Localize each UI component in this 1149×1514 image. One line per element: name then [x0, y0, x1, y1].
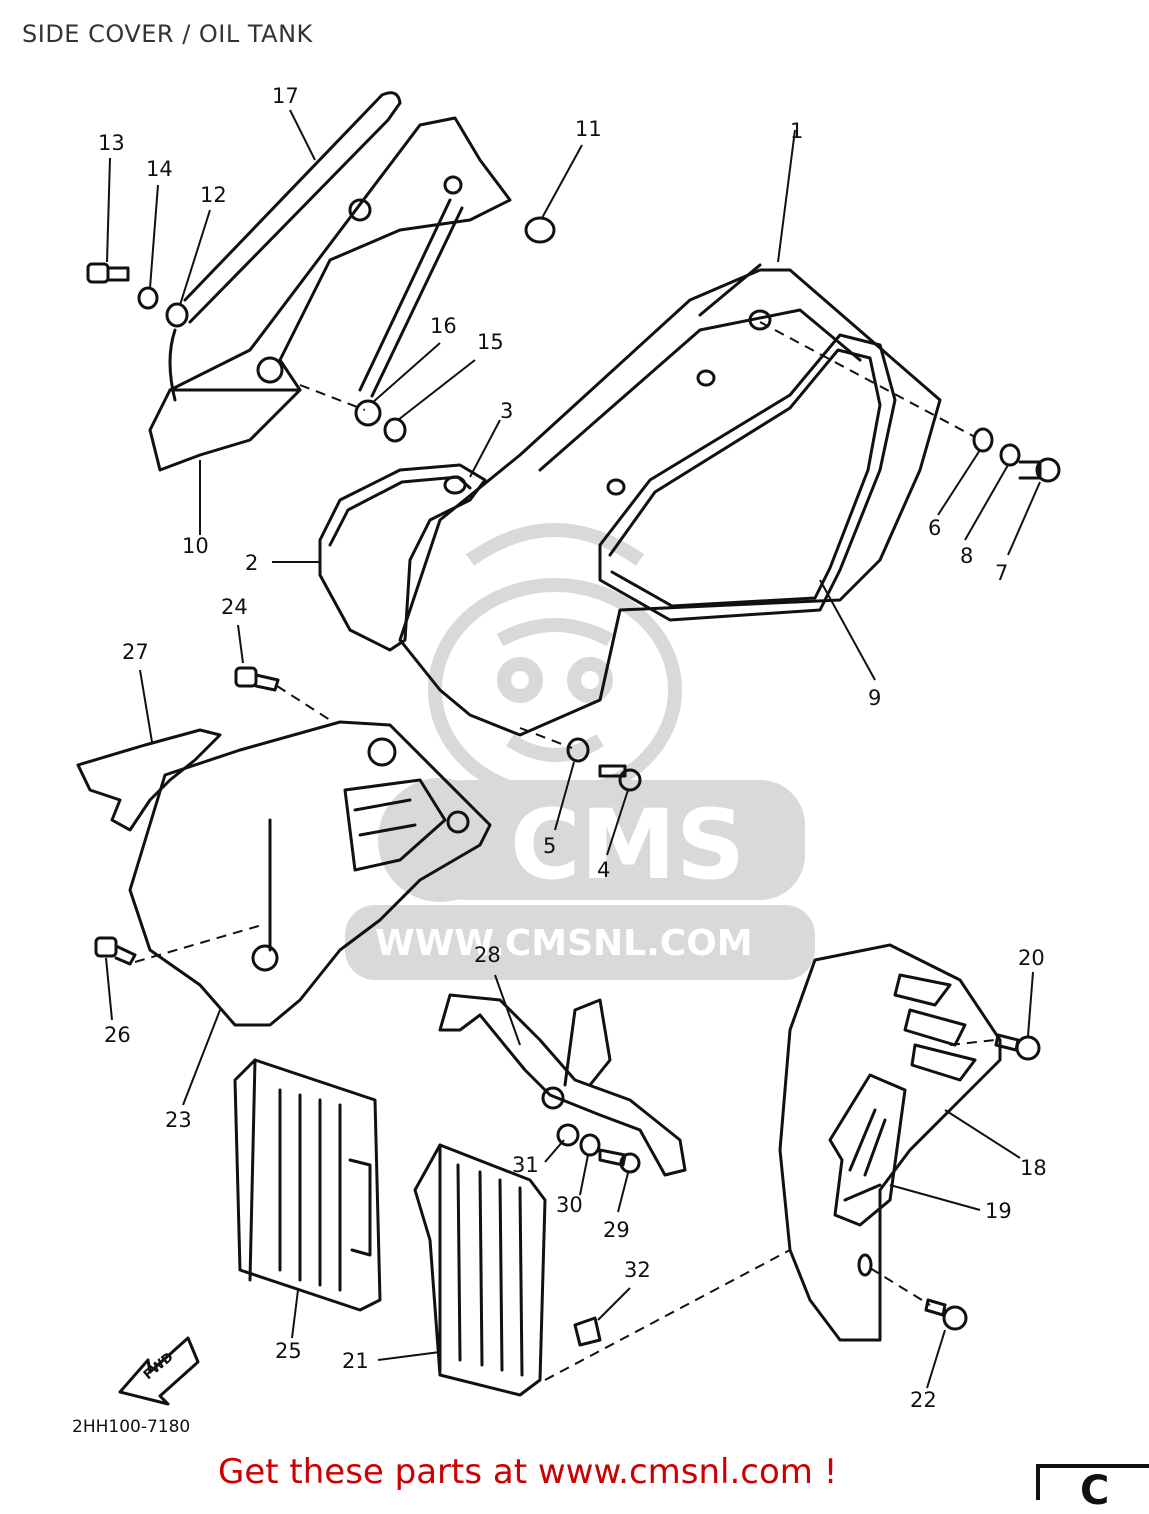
part-24-bolt: [234, 666, 280, 692]
callout-14: 14: [146, 157, 173, 181]
callout-10: 10: [182, 534, 209, 558]
leader-lines: [105, 109, 1041, 1389]
callout-17: 17: [272, 84, 299, 108]
callout-28: 28: [474, 943, 501, 967]
callout-15: 15: [477, 330, 504, 354]
part-7-bolt: [1018, 457, 1061, 483]
part-30-washer: [579, 1133, 601, 1157]
callout-21: 21: [342, 1349, 369, 1373]
callout-27: 27: [122, 640, 149, 664]
callout-24: 24: [221, 595, 248, 619]
callout-4: 4: [597, 858, 610, 882]
callout-23: 23: [165, 1108, 192, 1132]
part-1-side-cover: [398, 263, 942, 737]
part-32-clip: [573, 1316, 602, 1347]
part-23-oil-tank-cover: [128, 720, 492, 1027]
watermark-mascot-logo: [428, 523, 682, 802]
page-title: SIDE COVER / OIL TANK: [22, 20, 313, 48]
callout-11: 11: [575, 117, 602, 141]
watermark-url-pill: [345, 905, 815, 980]
part-29-bolt: [598, 1148, 641, 1174]
callout-13: 13: [98, 131, 125, 155]
callout-12: 12: [200, 183, 227, 207]
callout-29: 29: [603, 1218, 630, 1242]
callout-5: 5: [543, 834, 556, 858]
part-17-strap: [183, 91, 464, 398]
part-8-washer: [999, 443, 1021, 467]
watermark-cms-circle: [378, 778, 502, 902]
part-11-grommet: [524, 216, 556, 244]
part-5-collar: [566, 737, 590, 763]
callout-3: 3: [500, 399, 513, 423]
part-4-bolt: [598, 764, 642, 792]
part-19-emblem: [828, 1073, 907, 1227]
part-28-bracket: [438, 993, 687, 1177]
part-15-washer: [383, 417, 407, 443]
promo-link-text[interactable]: Get these parts at www.cmsnl.com !: [218, 1452, 838, 1492]
part-12-collar: [165, 302, 189, 328]
callout-22: 22: [910, 1388, 937, 1412]
callout-31: 31: [512, 1153, 539, 1177]
callout-25: 25: [275, 1339, 302, 1363]
callout-8: 8: [960, 544, 973, 568]
part-31-nut: [556, 1123, 580, 1147]
part-6-collar: [972, 427, 994, 453]
callout-9: 9: [868, 686, 881, 710]
callout-1: 1: [790, 119, 803, 143]
callout-labels: 17 13 14 12 11 1 16 15 3 2 10 6 8 7 9 5 …: [98, 84, 1047, 1412]
part-10-bracket: [148, 116, 512, 472]
part-16-collar: [354, 399, 382, 427]
callout-16: 16: [430, 314, 457, 338]
badge-letter: C: [1080, 1468, 1110, 1514]
callout-19: 19: [985, 1199, 1012, 1223]
cms-badge-corner: C: [1036, 1464, 1149, 1514]
watermark-url-text: WWW.CMSNL.COM: [375, 923, 753, 964]
callout-26: 26: [104, 1023, 131, 1047]
drawing-code: 2HH100-7180: [72, 1417, 190, 1437]
part-20-bolt: [994, 1033, 1041, 1061]
part-22-bolt: [924, 1298, 968, 1331]
part-14-washer: [137, 286, 159, 310]
callout-32: 32: [624, 1258, 651, 1282]
callout-30: 30: [556, 1193, 583, 1217]
callout-6: 6: [928, 516, 941, 540]
part-3-grommet: [443, 475, 467, 495]
watermark-brand-text: CMS: [510, 789, 745, 901]
callout-18: 18: [1020, 1156, 1047, 1180]
callout-7: 7: [995, 561, 1008, 585]
callout-20: 20: [1018, 946, 1045, 970]
part-26-bolt: [94, 936, 137, 966]
part-25-louver: [233, 1058, 382, 1312]
callout-2: 2: [245, 551, 258, 575]
part-21-louver: [413, 1143, 547, 1397]
part-9-decal: [598, 333, 897, 622]
part-13-bolt: [86, 262, 130, 284]
fwd-arrow-icon: FWD: [118, 1336, 200, 1406]
part-27-decal: [76, 728, 222, 832]
